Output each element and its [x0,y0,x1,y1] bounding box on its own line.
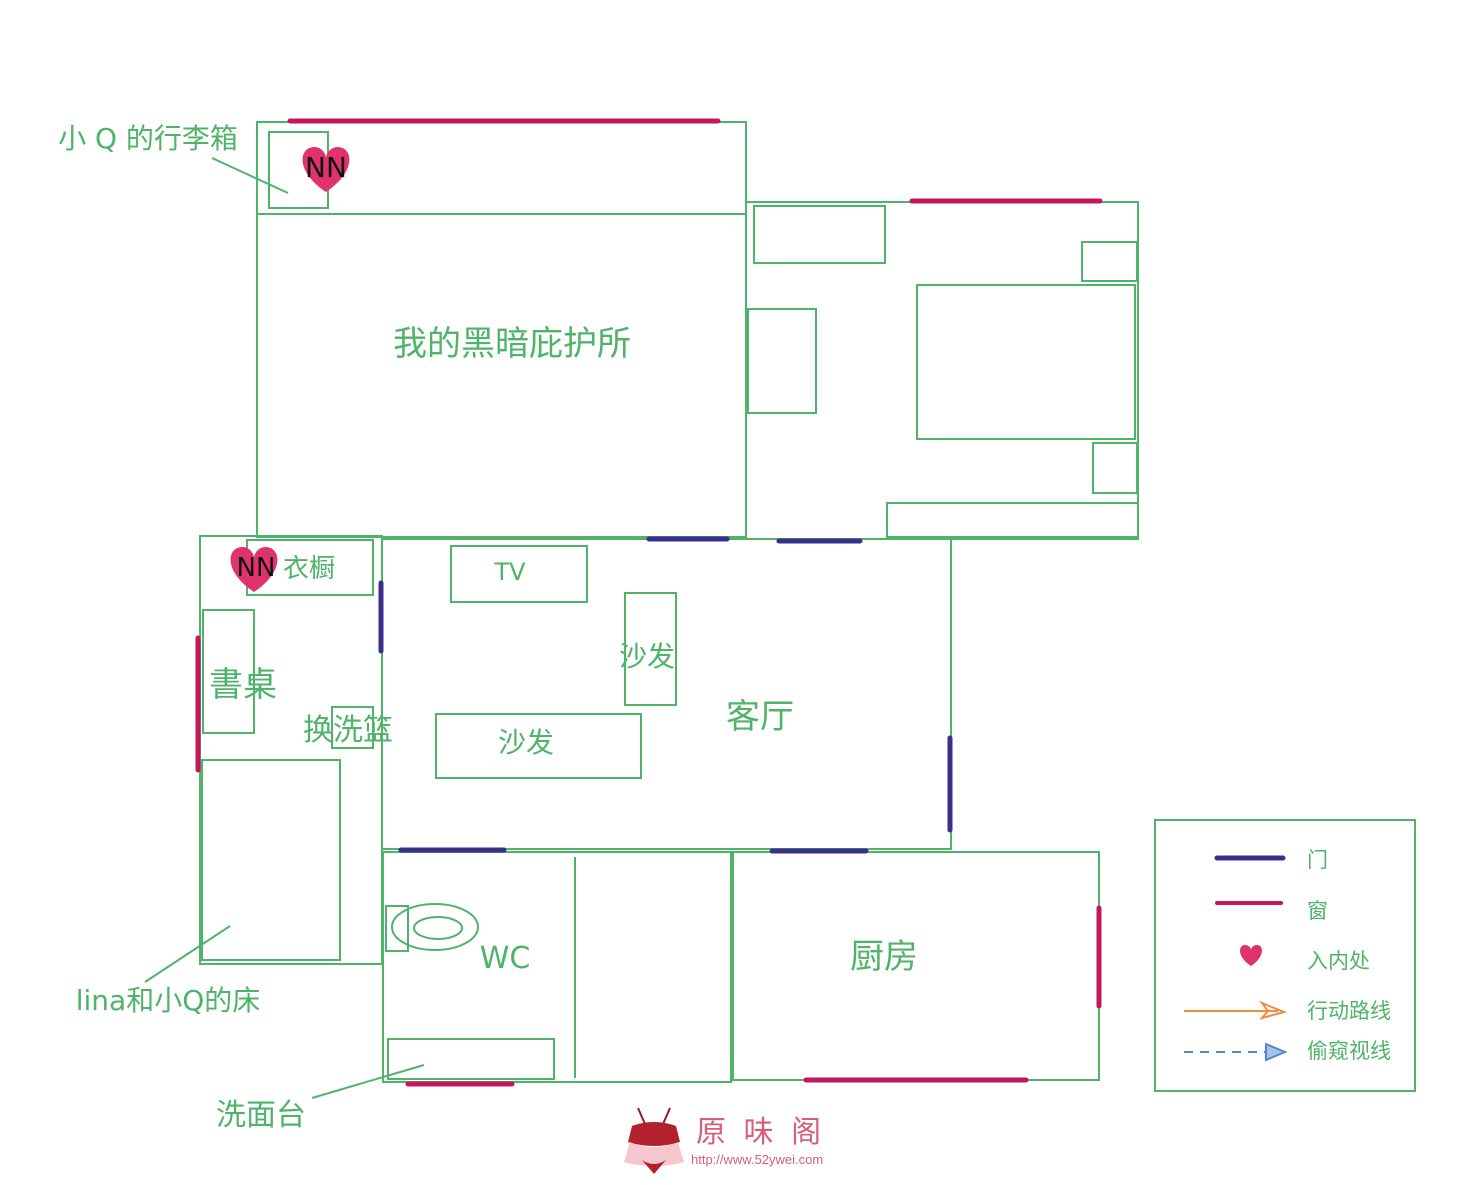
toilet-bowl-inner [413,916,463,940]
right-bedroom-outline [745,201,1139,540]
watermark-url: http://www.52ywei.com [691,1152,823,1167]
room-label-wc: WC [480,941,531,976]
toilet-tank [385,905,409,952]
windows [195,118,1103,1087]
watermark-brand: 原 味 阁 [696,1115,825,1150]
furniture-label-laundry-basket: 换洗篮 [303,713,393,748]
legend-entry-label: 入内处 [1307,949,1370,973]
room-label-kitchen: 厨房 [850,937,918,977]
legend-sight-arrow-icon [1184,1042,1288,1062]
annotation-bed: lina和小Q的床 [76,984,261,1017]
legend-window-label: 窗 [1307,899,1328,923]
right-bedroom-desk [747,308,817,414]
wc-outline [382,851,732,1083]
tv-box [450,545,588,603]
entry-heart-icon [230,547,278,592]
right-bedroom-nightstand-bottom [1092,442,1138,494]
furniture-label-sofa-1: 沙发 [619,640,675,673]
legend-route-label: 行动路线 [1307,999,1391,1023]
walls [144,121,1416,1099]
legend-route-arrow-icon [1184,1000,1288,1020]
bed-leader-line [144,925,231,983]
room-label-master-bedroom: 我的黑暗庇护所 [393,324,631,364]
entry-heart-icon [302,147,350,192]
heart-wardrobe-label: NN [237,553,276,583]
sofa-box-1 [624,592,677,706]
toilet-bowl-outer [391,903,479,951]
legend-sight-label: 偷窥视线 [1307,1039,1391,1063]
sofa-box-2 [435,713,642,779]
left-room-outline [199,535,383,965]
living-room-outline [381,538,952,850]
furniture-label-tv: TV [493,558,526,586]
legend-entry-heart-icon [1240,945,1262,966]
washbasin-leader-line [311,1064,425,1099]
doors [378,536,953,854]
watermark: 原 味 阁 http://www.52ywei.com [624,1107,825,1174]
laundry-basket-box [331,706,374,749]
room-label-living-room: 客厅 [726,697,794,737]
right-bedroom-bed [916,284,1136,440]
annotation-washbasin: 洗面台 [216,1098,306,1133]
suitcase-leader-line [211,157,289,194]
legend: 门 窗 入内处 行动路线 偷窥视线 [1184,848,1391,1063]
annotation-suitcase: 小 Q 的行李箱 [58,122,238,155]
bed-box [201,759,341,961]
right-bedroom-shelf [886,502,1139,538]
legend-door-label: 门 [1307,848,1328,872]
heart-top-label: NN [305,151,347,184]
washbasin-box [387,1038,555,1080]
furniture-label-sofa-2: 沙发 [498,726,554,759]
legend-box [1154,819,1416,1092]
watermark-lingerie-icon [624,1107,684,1174]
right-bedroom-cabinet [753,205,886,264]
furniture-label-wardrobe: 衣橱 [283,554,335,584]
desk-box [202,609,255,734]
right-bedroom-nightstand-top [1081,241,1138,282]
furniture-label-desk: 書桌 [209,665,277,705]
